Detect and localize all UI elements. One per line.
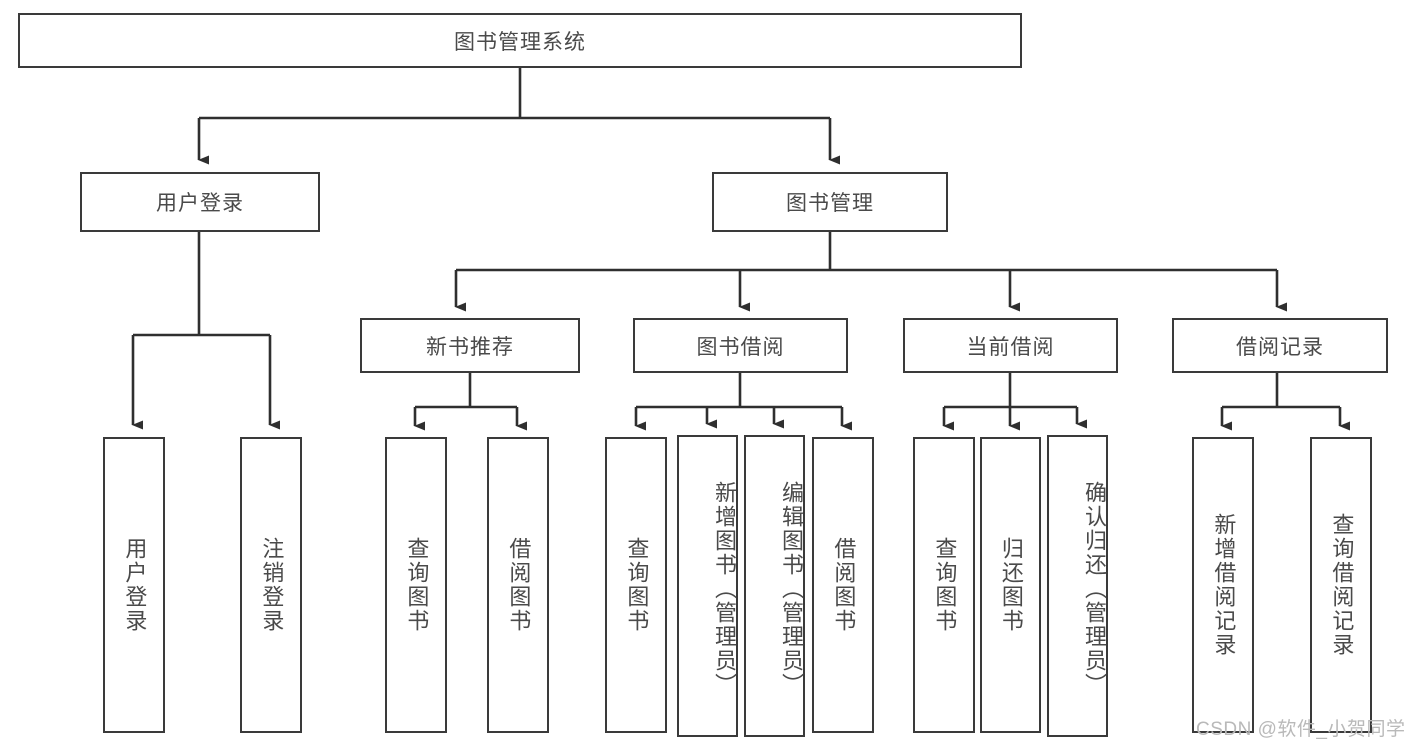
leaf-logout-login[interactable]: 注销登录 bbox=[240, 437, 302, 733]
leaf-edit-book-admin[interactable]: 编辑图书（管理员） bbox=[744, 435, 805, 737]
node-label: 图书管理 bbox=[786, 192, 874, 215]
node-label: 确认归还（管理员） bbox=[1082, 481, 1107, 697]
node-label: 编辑图书（管理员） bbox=[779, 481, 804, 697]
node-label: 新增图书（管理员） bbox=[712, 481, 737, 697]
node-book-borrow[interactable]: 图书借阅 bbox=[633, 318, 848, 373]
leaf-borrow-book-borrow[interactable]: 借阅图书 bbox=[812, 437, 874, 733]
node-new-book-recommend[interactable]: 新书推荐 bbox=[360, 318, 580, 373]
leaf-query-book-borrow[interactable]: 查询图书 bbox=[605, 437, 667, 733]
leaf-borrow-book-recommend[interactable]: 借阅图书 bbox=[487, 437, 549, 733]
node-user-login[interactable]: 用户登录 bbox=[80, 172, 320, 232]
node-book-management[interactable]: 图书管理 bbox=[712, 172, 948, 232]
node-label: 查询图书 bbox=[932, 537, 958, 633]
node-label: 新增借阅记录 bbox=[1211, 513, 1237, 657]
node-borrow-record[interactable]: 借阅记录 bbox=[1172, 318, 1388, 373]
node-label: 图书借阅 bbox=[696, 335, 785, 359]
node-label: 借阅图书 bbox=[506, 537, 532, 633]
node-label: 查询借阅记录 bbox=[1329, 513, 1355, 657]
node-label: 用户登录 bbox=[156, 192, 244, 215]
leaf-add-borrow-record[interactable]: 新增借阅记录 bbox=[1192, 437, 1254, 733]
node-root-book-management-system[interactable]: 图书管理系统 bbox=[18, 13, 1022, 68]
leaf-query-book-current[interactable]: 查询图书 bbox=[913, 437, 975, 733]
node-label: 借阅图书 bbox=[831, 537, 857, 633]
leaf-user-login[interactable]: 用户登录 bbox=[103, 437, 165, 733]
node-label: 查询图书 bbox=[404, 537, 430, 633]
node-label: 当前借阅 bbox=[966, 335, 1055, 359]
node-current-borrow[interactable]: 当前借阅 bbox=[903, 318, 1118, 373]
node-label: 图书管理系统 bbox=[454, 30, 586, 54]
leaf-add-book-admin[interactable]: 新增图书（管理员） bbox=[677, 435, 738, 737]
leaf-return-book[interactable]: 归还图书 bbox=[980, 437, 1041, 733]
csdn-watermark: CSDN @软件_小贺同学 bbox=[1196, 719, 1405, 740]
leaf-query-borrow-record[interactable]: 查询借阅记录 bbox=[1310, 437, 1372, 733]
node-label: 新书推荐 bbox=[426, 335, 514, 359]
node-label: 查询图书 bbox=[624, 537, 650, 633]
node-label: 归还图书 bbox=[998, 537, 1024, 633]
leaf-confirm-return-admin[interactable]: 确认归还（管理员） bbox=[1047, 435, 1108, 737]
leaf-query-book-recommend[interactable]: 查询图书 bbox=[385, 437, 447, 733]
node-label: 注销登录 bbox=[259, 537, 285, 633]
node-label: 借阅记录 bbox=[1236, 335, 1324, 359]
node-label: 用户登录 bbox=[122, 537, 148, 633]
